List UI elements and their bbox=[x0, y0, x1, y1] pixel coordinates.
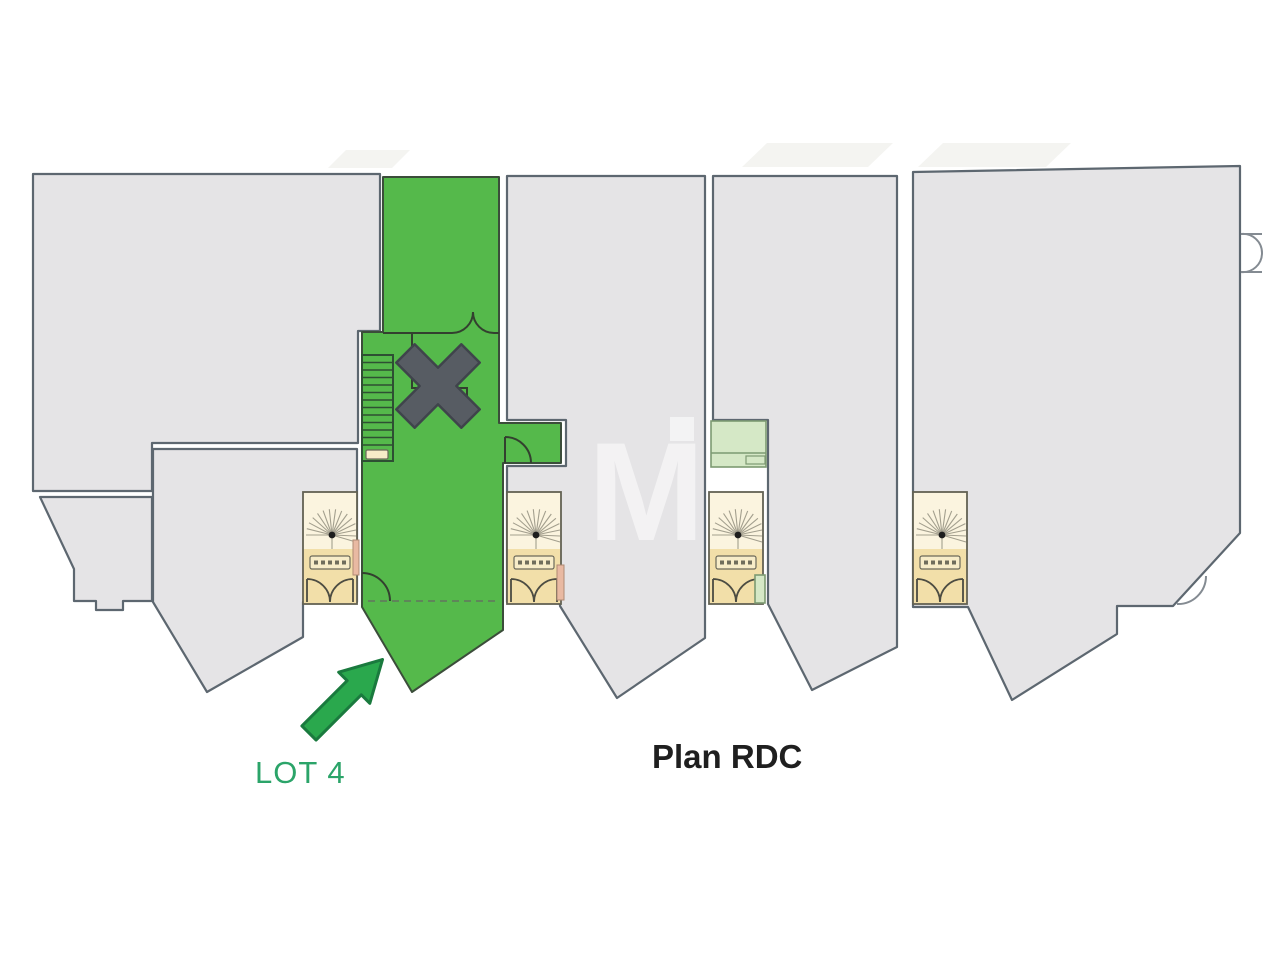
corridor-door-icon bbox=[504, 436, 532, 464]
lot-4-label: LOT 4 bbox=[255, 755, 346, 790]
unit-5-door-icon bbox=[1176, 575, 1207, 606]
unit-3-stair-block bbox=[505, 490, 563, 606]
plan-caption: Plan RDC bbox=[652, 738, 802, 775]
watermark-streaks bbox=[328, 143, 1071, 168]
stair-accent bbox=[352, 539, 360, 576]
stair-label-plate bbox=[365, 449, 389, 460]
service-box bbox=[710, 420, 767, 468]
inner-double-door-icon bbox=[451, 311, 495, 334]
lot-4-highlight bbox=[361, 176, 562, 693]
unit-4-outline bbox=[711, 174, 899, 692]
unit-1-outline bbox=[31, 172, 382, 493]
unit-5-stair-block bbox=[911, 490, 969, 606]
stair-accent bbox=[754, 574, 766, 604]
lot-entry-door-icon bbox=[361, 572, 391, 602]
unit-2-stair-block bbox=[301, 490, 359, 606]
unit-5-outline bbox=[911, 164, 1242, 702]
unit-1-annex-outline bbox=[38, 495, 154, 612]
watermark-letter: M bbox=[588, 413, 705, 570]
lot-4-arrow-icon bbox=[300, 657, 385, 742]
stair-accent bbox=[556, 564, 565, 601]
x-marker-icon bbox=[395, 343, 481, 429]
right-edge-double-door-icon bbox=[1240, 232, 1264, 274]
lot-4-stair-treads bbox=[361, 354, 394, 462]
